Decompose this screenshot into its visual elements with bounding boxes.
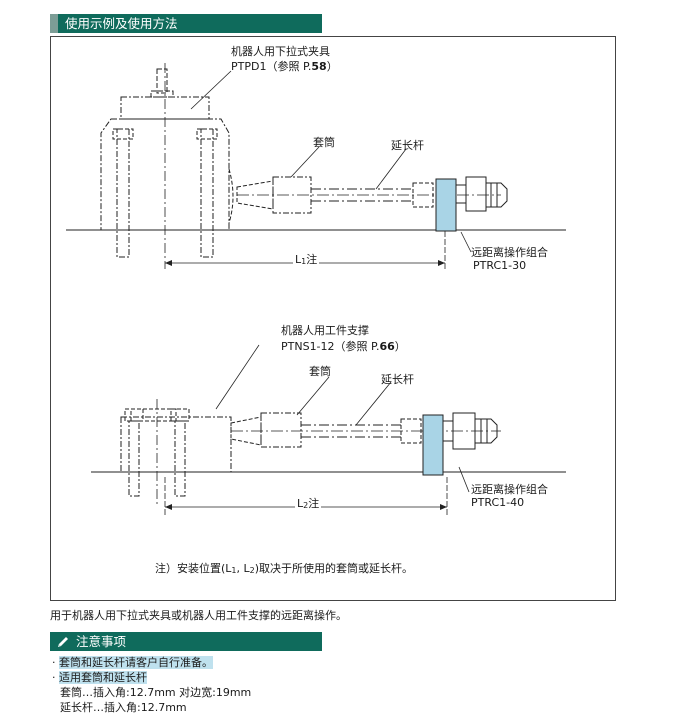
length-sub-1: 1 [301, 257, 307, 266]
bullet-dot-2: · [52, 671, 56, 684]
socket-spec: 套筒…插入角:12.7mm 对边宽:19mm [60, 686, 252, 699]
length-label-2: L2注 [295, 495, 322, 511]
footnote-sub2: 2 [249, 566, 255, 575]
length-label-1: L1注 [293, 251, 320, 267]
clamp-name-label: 机器人用下拉式夹具 [231, 45, 330, 58]
usage-section-header: 使用示例及使用方法 [50, 14, 322, 33]
support-model: PTNS1-12 [281, 340, 335, 353]
length-note-2: 注 [308, 497, 320, 510]
precautions-section-header: 注意事项 [50, 632, 322, 651]
support-name-label: 机器人用工件支撑 [281, 324, 369, 337]
socket-label-1: 套筒 [313, 136, 335, 149]
header-marker [50, 14, 58, 33]
precaution-item-1: · 套筒和延长杆请客户自行准备。 [52, 654, 213, 670]
support-model-label: PTNS1-12（参照 P.66） [281, 338, 406, 354]
precaution-item-2-text: 适用套筒和延长杆 [59, 671, 147, 684]
clamp-ref-open: （参照 P. [266, 60, 312, 73]
precautions-title: 注意事项 [76, 634, 127, 649]
bullet-dot-1: · [52, 656, 56, 669]
unit-name-label-1: 远距离操作组合 [471, 246, 548, 259]
clamp-model: PTPD1 [231, 60, 267, 73]
clamp-ref-page: 58 [311, 60, 327, 73]
pencil-icon [54, 632, 72, 651]
usage-diagram-box: 机器人用下拉式夹具 PTPD1（参照 P.58） 套筒 延长杆 L1注 远距离操… [50, 36, 616, 601]
clamp-model-label: PTPD1（参照 P.58） [231, 58, 338, 74]
unit-model-label-1: PTRC1-30 [473, 259, 527, 272]
length-sub-2: 2 [303, 501, 309, 510]
position-footnote: 注）安装位置(L1, L2)取决于所使用的套筒或延长杆。 [155, 560, 413, 576]
extension-spec: 延长杆…插入角:12.7mm [60, 701, 187, 714]
socket-label-2: 套筒 [309, 365, 331, 378]
footnote-mid: , L [236, 562, 250, 575]
usage-diagram-drawing [66, 63, 566, 515]
unit-name-label-2: 远距离操作组合 [471, 483, 548, 496]
length-note-1: 注 [306, 253, 318, 266]
length-letter-1: L [295, 253, 302, 266]
footnote-suffix: )取决于所使用的套筒或延长杆。 [254, 562, 414, 575]
footnote-sub1: 1 [231, 566, 237, 575]
footnote-prefix: 注）安装位置(L [155, 562, 232, 575]
clamp-ref-close: ） [326, 60, 338, 73]
usage-caption: 用于机器人用下拉式夹具或机器人用工件支撑的远距离操作。 [50, 609, 347, 622]
support-ref-close: ） [394, 340, 406, 353]
usage-title: 使用示例及使用方法 [65, 16, 178, 31]
unit-model-label-2: PTRC1-40 [471, 496, 525, 509]
extension-label-1: 延长杆 [391, 139, 424, 152]
precaution-item-1-text: 套筒和延长杆请客户自行准备。 [59, 656, 213, 669]
support-ref-open: （参照 P. [334, 340, 380, 353]
extension-label-2: 延长杆 [381, 373, 414, 386]
length-letter-2: L [297, 497, 304, 510]
precaution-item-2: · 适用套筒和延长杆 [52, 669, 147, 685]
support-ref-page: 66 [379, 340, 395, 353]
